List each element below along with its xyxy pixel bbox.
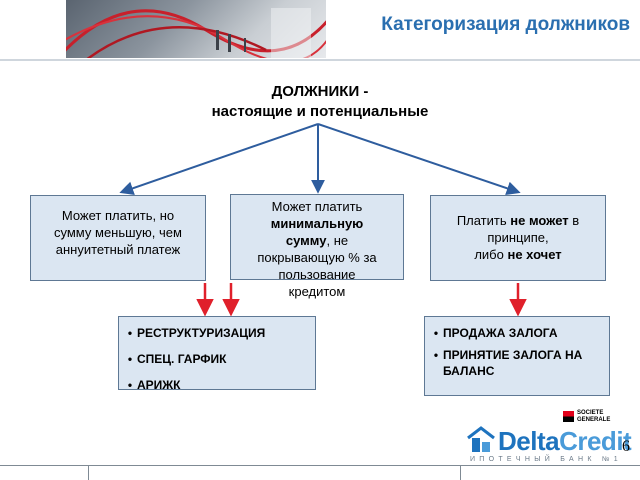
arrow-to-left-box <box>119 123 319 195</box>
deltacredit-house-icon <box>467 426 495 452</box>
list-item: • РЕСТРУКТУРИЗАЦИЯ <box>123 325 315 341</box>
page-number: 6 <box>622 438 630 455</box>
box-center-line-5: пользование <box>278 267 356 282</box>
societe-generale-mark-icon <box>563 411 574 422</box>
societe-generale-logo: SOCIETE GENERALE <box>563 410 621 426</box>
footer-tick <box>460 466 461 480</box>
box-center-line-2-bold: минимальную <box>270 216 364 231</box>
box-center-line-4: покрывающую % за <box>257 250 377 265</box>
list-item: • ПРОДАЖА ЗАЛОГА <box>429 325 609 341</box>
box-center-line-6: кредитом <box>288 284 346 299</box>
heading-line-1: ДОЛЖНИКИ - <box>271 83 369 100</box>
bullet: • <box>127 352 133 366</box>
deltacredit-tagline: ИПОТЕЧНЫЙ БАНК №1 <box>469 456 622 463</box>
arrow-to-right-box <box>317 123 521 196</box>
list-item-text: ПРИНЯТИЕ ЗАЛОГА НА БАЛАНС <box>443 348 583 378</box>
list-item-text: СПЕЦ. ГАРФИК <box>137 352 227 366</box>
box-center-line-3: сумму, не <box>231 232 403 249</box>
box-right-line-1-post: в <box>568 213 580 228</box>
sg-line-1: SOCIETE <box>577 410 604 416</box>
header-divider <box>0 59 640 61</box>
list-item-text: ПРОДАЖА ЗАЛОГА <box>443 326 558 340</box>
box-cannot-or-will-not-pay: Платить не может в принципе, либо не хоч… <box>430 195 606 281</box>
box-right-line-1-bold: не может <box>510 213 569 228</box>
box-right-line-2: принципе, <box>487 230 549 245</box>
box-left-line-3: аннуитетный платеж <box>55 242 181 257</box>
banner-graphic <box>66 8 326 58</box>
box-right-line-3: либо не хочет <box>431 246 605 263</box>
societe-generale-wordmark: SOCIETE GENERALE <box>577 410 610 424</box>
bullet: • <box>433 326 439 340</box>
footer-tick <box>88 466 89 480</box>
box-center-line-3-rest: , не <box>326 233 349 248</box>
footer-divider <box>0 465 640 466</box>
bullet: • <box>433 348 439 362</box>
box-pays-minimum: Может платить минимальную сумму, не покр… <box>230 194 404 299</box>
dc-name-delta: Delta <box>498 426 560 456</box>
bullet: • <box>127 378 133 392</box>
page-title: Категоризация должников <box>381 14 630 35</box>
header-banner-image <box>66 0 326 58</box>
box-right-line-3-pre: либо <box>474 247 508 262</box>
measures-list-restructuring: • РЕСТРУКТУРИЗАЦИЯ • СПЕЦ. ГАРФИК • АРИЖ… <box>118 316 316 393</box>
list-item: • ПРИНЯТИЕ ЗАЛОГА НА БАЛАНС <box>429 347 609 379</box>
deltacredit-logo: DeltaCredit ИПОТЕЧНЫЙ БАНК №1 <box>466 426 632 470</box>
box-left-line-2: сумму меньшую, чем <box>54 225 182 240</box>
box-left-line-1: Может платить, но <box>61 208 175 223</box>
deltacredit-wordmark: DeltaCredit <box>498 426 632 457</box>
box-right-line-3-bold: не хочет <box>507 247 562 262</box>
box-right-line-1-pre: Платить <box>456 213 511 228</box>
diagram-heading: ДОЛЖНИКИ - настоящие и потенциальные <box>160 82 480 122</box>
list-item: • АРИЖК <box>123 377 315 393</box>
list-item: • СПЕЦ. ГАРФИК <box>123 351 315 367</box>
box-right-line-1: Платить не может в <box>431 212 605 229</box>
box-center-line-2: минимальную <box>231 215 403 232</box>
list-item-text: АРИЖК <box>137 378 181 392</box>
bullet: • <box>127 326 133 340</box>
sg-line-2: GENERALE <box>577 417 611 423</box>
heading-line-2: настоящие и потенциальные <box>211 103 429 120</box>
measures-list-collateral: • ПРОДАЖА ЗАЛОГА • ПРИНЯТИЕ ЗАЛОГА НА БА… <box>424 316 610 396</box>
dc-name-credit: Credit <box>559 426 632 456</box>
list-item-text: РЕСТРУКТУРИЗАЦИЯ <box>137 326 266 340</box>
box-center-line-3-bold: сумму <box>285 233 327 248</box>
box-pays-less-than-annuity: Может платить, но сумму меньшую, чем анн… <box>30 195 206 281</box>
box-center-line-1: Может платить <box>271 199 363 214</box>
